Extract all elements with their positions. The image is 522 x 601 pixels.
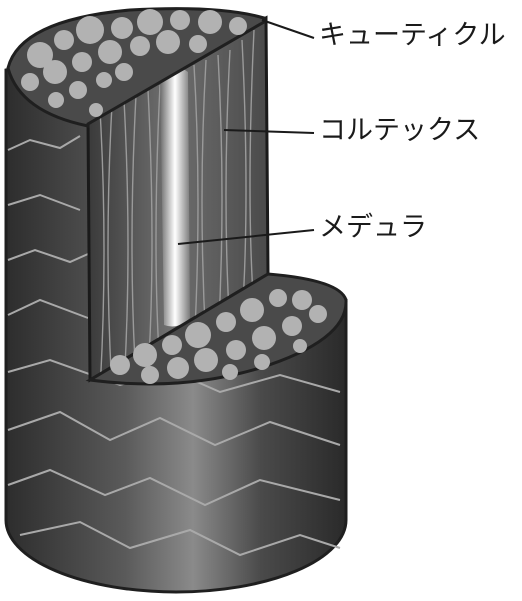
label-medulla: メデュラ: [319, 212, 427, 243]
bottom-section-cells: [110, 289, 327, 384]
label-cortex: コルテックス: [319, 115, 481, 146]
label-cuticle: キューティクル: [319, 20, 506, 51]
cortex-fibers: [99, 29, 255, 380]
leader-line-cuticle: [261, 19, 315, 39]
leader-line-medulla: [177, 229, 315, 245]
leader-line-cortex: [223, 129, 315, 134]
cuticle-scale-lines: [7, 135, 341, 557]
top-section-cells: [21, 9, 247, 117]
medulla-core: [160, 67, 190, 327]
